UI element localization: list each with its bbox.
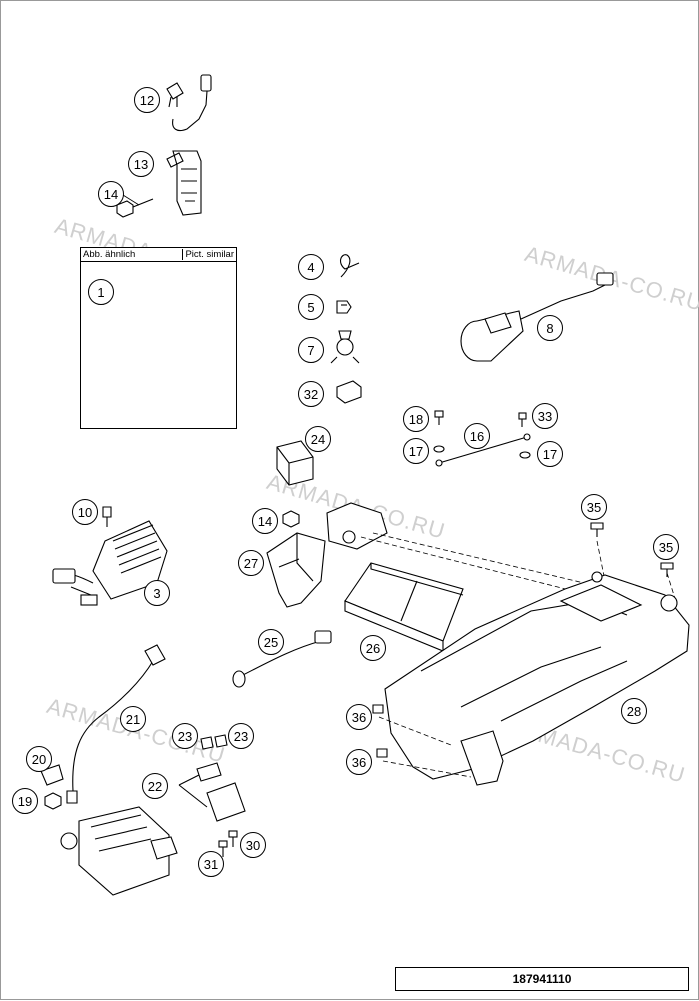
part-36-screw-upper	[372, 704, 452, 746]
callout-5: 5	[298, 294, 324, 320]
callout-23: 23	[228, 723, 254, 749]
inset-divider	[81, 261, 236, 262]
callout-1: 1	[88, 279, 114, 305]
callout-28: 28	[621, 698, 647, 724]
callout-21: 21	[120, 706, 146, 732]
part-24-relay-cover	[276, 440, 314, 486]
part-13-bracket	[166, 150, 202, 216]
callout-23: 23	[172, 723, 198, 749]
callout-4: 4	[298, 254, 324, 280]
callout-14: 14	[252, 508, 278, 534]
part-5-clip	[336, 300, 352, 314]
part-18-screw	[434, 410, 444, 425]
callout-31: 31	[198, 851, 224, 877]
callout-13: 13	[128, 151, 154, 177]
callout-35: 35	[581, 494, 607, 520]
part-36-screw-lower	[376, 748, 472, 778]
callout-36: 36	[346, 704, 372, 730]
drawing-number-box: 187941110	[395, 967, 689, 991]
callout-18: 18	[403, 406, 429, 432]
callout-36: 36	[346, 749, 372, 775]
part-20-cap	[40, 764, 64, 786]
part-14-bolt	[116, 194, 154, 218]
part-32-connector	[336, 380, 362, 404]
callout-10: 10	[72, 499, 98, 525]
callout-22: 22	[142, 773, 168, 799]
part-28-rear-frame	[384, 571, 690, 786]
part-26-battery	[344, 562, 464, 652]
part-14-nut	[282, 510, 300, 528]
inset-label-left: Abb. ähnlich	[83, 249, 136, 260]
callout-30: 30	[240, 832, 266, 858]
part-7-clamp	[330, 330, 360, 364]
part-8-sensor	[460, 272, 614, 362]
callout-26: 26	[360, 635, 386, 661]
part-19-nut	[44, 792, 62, 810]
part-16-rod	[435, 433, 531, 467]
callout-24: 24	[305, 426, 331, 452]
callout-7: 7	[298, 337, 324, 363]
part-17-washer-left	[433, 445, 445, 453]
callout-8: 8	[537, 315, 563, 341]
part-31-screw	[218, 840, 228, 857]
starter-motor	[60, 806, 178, 896]
part-21-starter-cable	[66, 644, 166, 804]
callout-16: 16	[464, 423, 490, 449]
callout-25: 25	[258, 629, 284, 655]
callout-12: 12	[134, 87, 160, 113]
part-35-screw-right	[660, 562, 674, 577]
callout-19: 19	[12, 788, 38, 814]
part-4-cable-tie	[339, 254, 360, 278]
part-17-washer-right	[519, 451, 531, 459]
part-30-screw	[228, 830, 238, 847]
drawing-number: 187941110	[512, 972, 572, 986]
callout-17: 17	[537, 441, 563, 467]
harness-inset-frame: Abb. ähnlich Pict. similar	[80, 247, 237, 429]
part-22-relay	[178, 762, 246, 822]
callout-3: 3	[144, 580, 170, 606]
callout-33: 33	[532, 403, 558, 429]
callout-35: 35	[653, 534, 679, 560]
callout-14: 14	[98, 181, 124, 207]
part-33-screw	[518, 412, 527, 427]
callout-20: 20	[26, 746, 52, 772]
inset-label-right: Pict. similar	[182, 249, 234, 260]
part-23-fuse-left	[200, 736, 214, 750]
part-25-cable	[232, 630, 332, 688]
callout-17: 17	[403, 438, 429, 464]
part-3-voltage-regulator	[52, 520, 168, 606]
part-27-battery-holder	[266, 502, 388, 608]
callout-32: 32	[298, 381, 324, 407]
part-10-screw	[102, 506, 112, 527]
part-35-screw-left	[590, 522, 604, 537]
part-12-switch-cable	[166, 74, 212, 132]
part-23-fuse-right	[214, 734, 228, 748]
callout-27: 27	[238, 550, 264, 576]
